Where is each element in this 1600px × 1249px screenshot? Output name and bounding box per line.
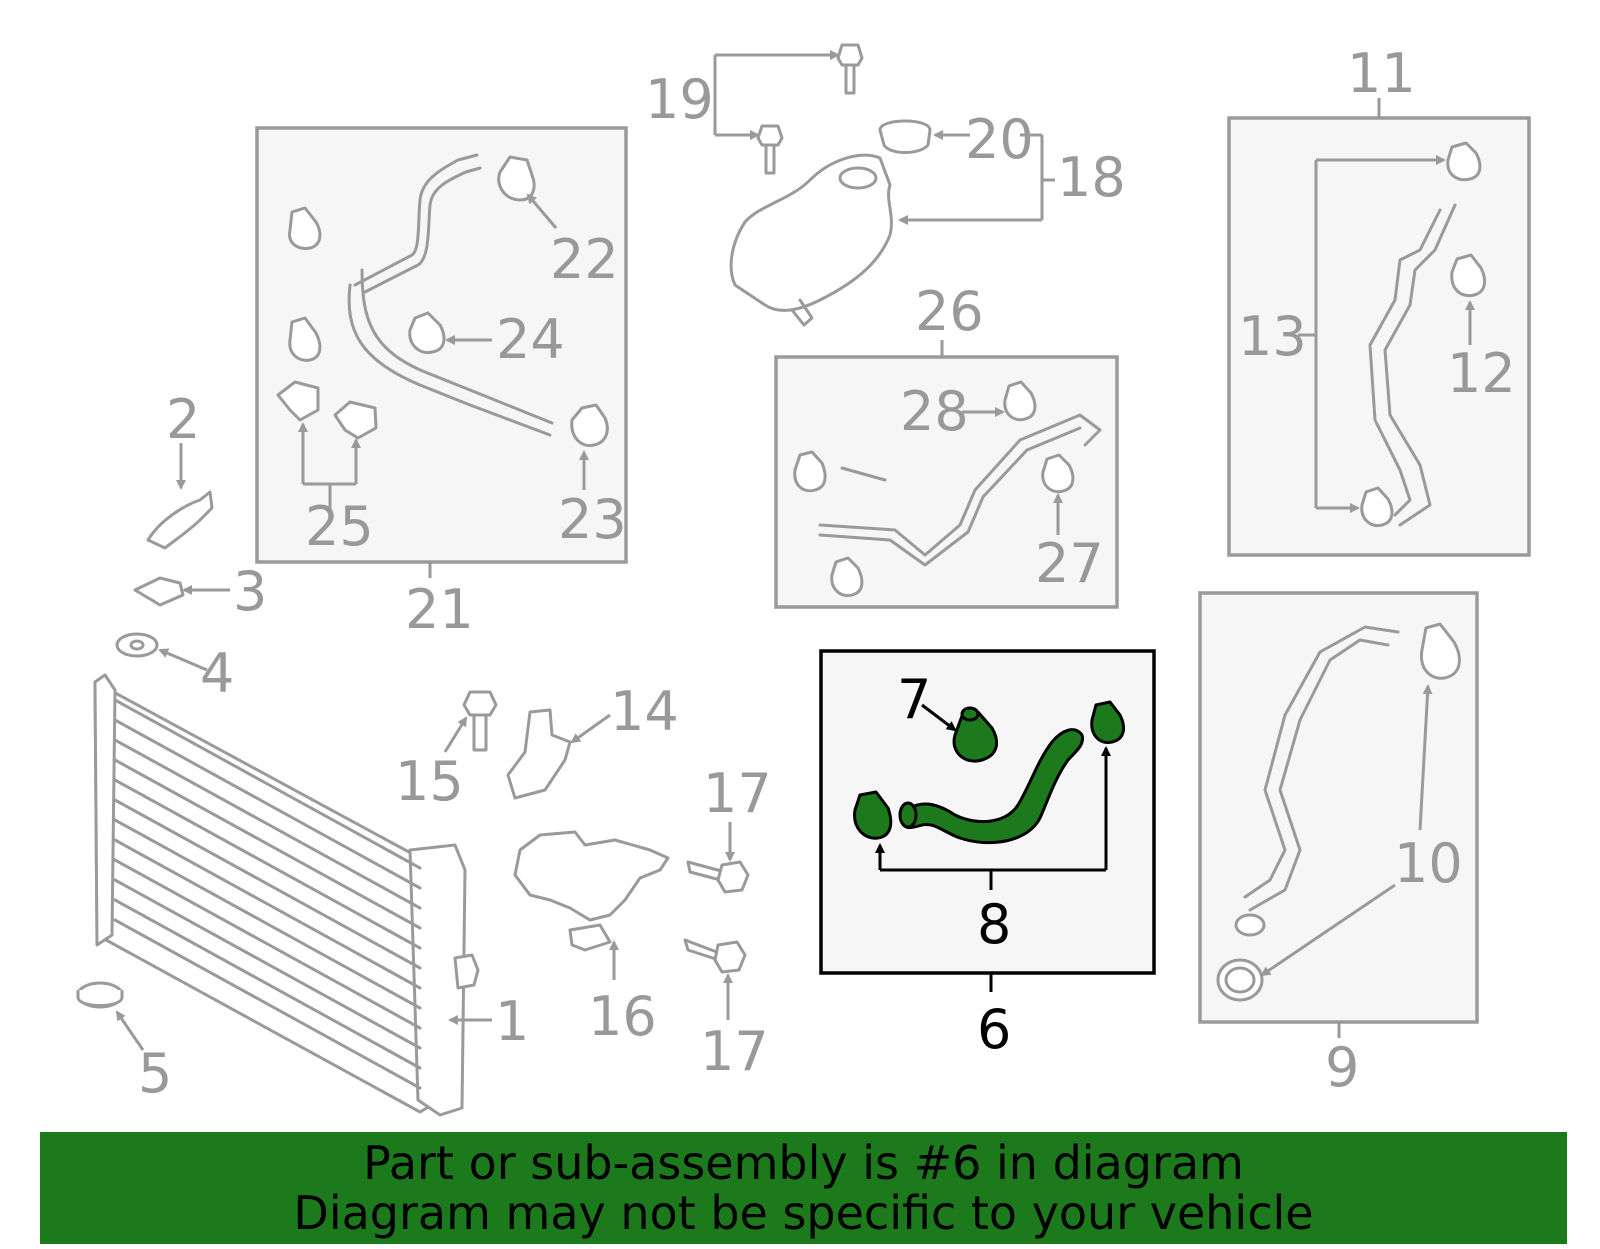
callout-4: 4: [200, 642, 234, 705]
clamp-27: [1041, 453, 1075, 494]
clamp-12: [1450, 253, 1487, 298]
upper-hose-21: [347, 268, 554, 437]
callout-3: 3: [233, 560, 267, 623]
callout-19: 19: [645, 68, 714, 131]
clamp-11-bottom: [1360, 486, 1394, 528]
callout-14: 14: [610, 680, 679, 743]
reservoir-group: 19 20 18: [645, 43, 1126, 327]
callout-8: 8: [977, 893, 1011, 956]
clamp-left-mid: [288, 316, 322, 362]
bolt-15: [462, 690, 498, 752]
info-banner: Part or sub-assembly is #6 in diagram Di…: [40, 1132, 1567, 1244]
callout-28: 28: [900, 380, 969, 443]
hose-9: [1243, 625, 1400, 912]
bracket-14: [506, 708, 572, 800]
callout-13: 13: [1238, 305, 1307, 368]
bolt-17b: [683, 938, 747, 974]
callout-25: 25: [305, 495, 374, 558]
clamp-11-top: [1446, 141, 1482, 182]
clamp-24: [408, 311, 446, 355]
clamp-8-right: [1090, 700, 1126, 745]
bolt-19a: [836, 43, 864, 95]
clamp-22: [497, 155, 536, 202]
cap-5: [76, 981, 124, 1009]
callout-15: 15: [395, 750, 464, 813]
callout-5: 5: [138, 1042, 172, 1105]
box-11-group: 11 13 12: [1227, 42, 1531, 557]
box-6-highlight: 7 8 6: [819, 649, 1156, 1061]
thermostat-housing-16: [513, 830, 670, 922]
callout-21: 21: [405, 578, 474, 641]
callout-20: 20: [965, 108, 1034, 171]
clip-25b: [333, 400, 378, 440]
box-21-group: 22 24 23 25 21: [255, 126, 628, 641]
callout-22: 22: [550, 228, 619, 291]
bolt-19b: [756, 124, 784, 175]
reservoir-cap-20: [878, 119, 932, 154]
banner-line-part: Part or sub-assembly is #6 in diagram: [363, 1136, 1244, 1190]
washer-4: [115, 632, 159, 658]
hose-11: [1368, 203, 1457, 527]
callout-9: 9: [1325, 1036, 1359, 1099]
box-26-group: 28 27 26: [774, 280, 1119, 609]
clamp-7: [952, 706, 999, 763]
clamp-8-left: [853, 790, 893, 840]
callout-12: 12: [1447, 342, 1516, 405]
callout-26: 26: [915, 280, 984, 343]
coolant-hose-6: [900, 728, 1085, 845]
callout-17-upper: 17: [703, 762, 772, 825]
left-small-parts: 2 3 4 5: [76, 388, 267, 1105]
callout-2: 2: [166, 388, 200, 451]
callout-18: 18: [1057, 146, 1126, 209]
clamp-28: [1003, 380, 1037, 422]
callout-16: 16: [588, 985, 657, 1048]
insulator-3: [133, 576, 185, 607]
clamp-23: [570, 403, 609, 448]
clamp-10-bottom: [1216, 958, 1264, 1002]
callout-23: 23: [558, 488, 627, 551]
callout-24: 24: [496, 308, 565, 371]
callout-1: 1: [495, 990, 529, 1053]
clamp-26-left: [793, 450, 827, 493]
clamp-26-bottom: [830, 556, 864, 598]
clip-25a: [276, 380, 320, 422]
callout-6: 6: [977, 998, 1011, 1061]
center-small-parts: 15 14 16 17 17: [395, 680, 772, 1083]
radiator-fins: [113, 698, 422, 1090]
callout-27: 27: [1035, 532, 1104, 595]
coolant-reservoir: [729, 153, 893, 312]
callout-7: 7: [897, 668, 931, 731]
callout-10: 10: [1394, 832, 1463, 895]
callout-17-lower: 17: [700, 1020, 769, 1083]
bracket-2: [146, 490, 214, 550]
callout-11: 11: [1347, 42, 1416, 105]
banner-line-disclaimer: Diagram may not be specific to your vehi…: [293, 1186, 1314, 1240]
bolt-17a: [686, 860, 750, 894]
clamp-10-top: [1419, 622, 1461, 680]
box-9-group: 10 9: [1198, 591, 1479, 1099]
hose-26: [818, 413, 1102, 567]
radiator-1: 1: [93, 673, 529, 1117]
upper-hose-branch: [353, 153, 482, 294]
clamp-left-top: [288, 206, 322, 250]
